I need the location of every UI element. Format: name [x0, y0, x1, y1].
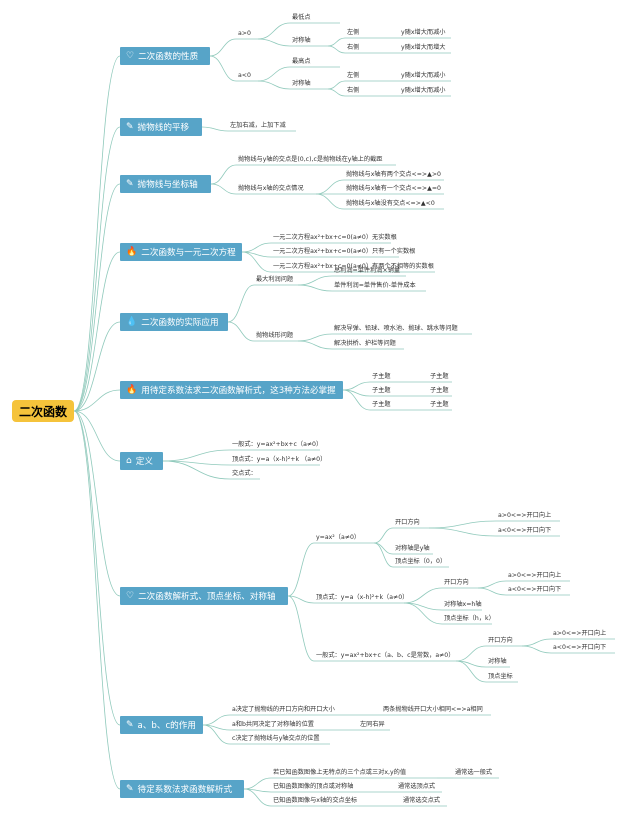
- node-b8-2r[interactable]: 左同右异: [360, 721, 385, 728]
- node-b8-2[interactable]: a和b共同决定了对称轴的位置: [232, 721, 314, 728]
- pencil-icon: ✎: [126, 784, 134, 794]
- node-b2-x[interactable]: 抛物线与x轴的交点情况: [238, 185, 304, 192]
- pencil-icon: ✎: [126, 122, 134, 132]
- node-b5-s2[interactable]: 子主题: [372, 387, 391, 394]
- branch-label: 二次函数与一元二次方程: [141, 248, 236, 258]
- node-b5-s3[interactable]: 子主题: [372, 401, 391, 408]
- branch-label: 抛物线的平移: [137, 123, 190, 133]
- node-b0-axis2[interactable]: 对称轴: [292, 80, 311, 87]
- node-b7-f3[interactable]: 一般式：y=ax²+bx+c（a、b、c是常数，a≠0）: [316, 652, 455, 659]
- node-b9-1r[interactable]: 通常选一般式: [455, 769, 493, 776]
- water-drop-icon: 💧: [126, 317, 138, 327]
- pencil-icon: ✎: [126, 179, 134, 189]
- node-b4-q2[interactable]: 解决拱桥、护栏等问题: [334, 340, 396, 347]
- node-b4-p2[interactable]: 单件利润=单件售价-单件成本: [334, 282, 416, 289]
- node-b7-f2-dir[interactable]: 开口方向: [444, 579, 469, 586]
- node-b7-f2-d1[interactable]: a>0<=>开口向上: [508, 572, 562, 579]
- node-b9-3[interactable]: 已知函数图像与x轴的交点坐标: [273, 797, 358, 804]
- node-b0-left1[interactable]: 左侧: [347, 29, 360, 36]
- node-b7-f3-vtx[interactable]: 顶点坐标: [488, 673, 513, 680]
- node-b7-f3-axis[interactable]: 对称轴: [488, 658, 507, 665]
- branch-label: a、b、c的作用: [137, 721, 196, 731]
- branch-quadratic-properties[interactable]: ♡二次函数的性质: [120, 47, 210, 65]
- node-b3-3[interactable]: 一元二次方程ax²+bx+c=0(a≠0）有两个不相等的实数根: [273, 263, 434, 270]
- node-b7-f2-d2[interactable]: a<0<=>开口向下: [508, 586, 562, 593]
- node-b6-2[interactable]: 顶点式：y=a（x-h)²+k （a≠0）: [232, 456, 327, 463]
- node-b2-x2[interactable]: 抛物线与x轴有一个交点<=>▲=0: [346, 185, 441, 192]
- node-b5-s1[interactable]: 子主题: [372, 373, 391, 380]
- node-b7-f2-axis[interactable]: 对称轴x=h轴: [444, 601, 482, 608]
- node-b6-3[interactable]: 交点式：: [232, 470, 257, 477]
- node-b0-a-pos[interactable]: a>0: [238, 30, 251, 37]
- node-b7-f1-dir[interactable]: 开口方向: [395, 519, 420, 526]
- node-b3-2[interactable]: 一元二次方程ax²+bx+c=0(a≠0）只有一个实数根: [273, 248, 416, 255]
- heart-icon: ♡: [126, 51, 135, 61]
- node-b0-right1[interactable]: 右侧: [347, 44, 360, 51]
- node-b7-f1-vtx[interactable]: 顶点坐标（0，0）: [395, 558, 447, 565]
- branch-definition[interactable]: ⌂定义: [120, 452, 163, 470]
- node-b7-f1-axis[interactable]: 对称轴是y轴: [395, 545, 430, 552]
- node-b0-r2v[interactable]: y随x增大而减小: [401, 87, 446, 94]
- branch-label: 二次函数解析式、顶点坐标、对称轴: [138, 592, 276, 602]
- node-b9-2r[interactable]: 通常选顶点式: [398, 783, 436, 790]
- node-b8-1r[interactable]: 两条抛物线开口大小相同<=>a相同: [383, 706, 483, 713]
- flame-icon: 🔥: [126, 385, 138, 395]
- node-b0-axis1[interactable]: 对称轴: [292, 37, 311, 44]
- node-b5-t3[interactable]: 子主题: [430, 401, 449, 408]
- node-b0-l1v[interactable]: y随x增大而减小: [401, 29, 446, 36]
- node-b7-f1-d2[interactable]: a<0<=>开口向下: [498, 527, 552, 534]
- branch-label: 定义: [135, 457, 153, 467]
- node-b4-q1[interactable]: 解决导弹、铅球、喷水池、抛球、跳水等问题: [334, 325, 458, 332]
- branch-label: 待定系数法求函数解析式: [137, 785, 233, 795]
- branch-abc-role[interactable]: ✎a、b、c的作用: [120, 716, 203, 734]
- node-b4-parab[interactable]: 抛物线形问题: [256, 332, 294, 339]
- node-b1-text[interactable]: 左加右减，上加下减: [230, 122, 286, 129]
- node-b2-x3[interactable]: 抛物线与x轴没有交点<=>▲<0: [346, 200, 435, 207]
- node-b8-3[interactable]: c决定了抛物线与y轴交点的位置: [232, 735, 320, 742]
- pencil-icon: ✎: [126, 720, 134, 730]
- branch-parabola-translation[interactable]: ✎抛物线的平移: [120, 118, 202, 136]
- node-b7-f3-dir[interactable]: 开口方向: [488, 637, 513, 644]
- node-b7-f3-d2[interactable]: a<0<=>开口向下: [553, 644, 607, 651]
- node-b0-max[interactable]: 最高点: [292, 58, 311, 65]
- node-b2-y[interactable]: 抛物线与y轴的交点是(0,c),c是抛物线在y轴上的截距: [238, 156, 383, 163]
- node-b7-f1[interactable]: y=ax²（a≠0）: [316, 534, 361, 541]
- branch-quadratic-equation[interactable]: 🔥二次函数与一元二次方程: [120, 243, 242, 261]
- node-b9-1[interactable]: 若已知函数图像上无特点的三个点或三对x,y的值: [273, 769, 407, 776]
- branch-practical-application[interactable]: 💧二次函数的实际应用: [120, 313, 228, 331]
- branch-label: 抛物线与坐标轴: [137, 180, 198, 190]
- node-b7-f1-d1[interactable]: a>0<=>开口向上: [498, 512, 552, 519]
- node-b0-a-neg[interactable]: a<0: [238, 72, 251, 79]
- node-b2-x1[interactable]: 抛物线与x轴有两个交点<=>▲>0: [346, 171, 441, 178]
- node-b8-1[interactable]: a决定了抛物线的开口方向和开口大小: [232, 706, 335, 713]
- node-b4-profit[interactable]: 最大利润问题: [256, 276, 294, 283]
- node-b0-left2[interactable]: 左侧: [347, 72, 360, 79]
- branch-label: 二次函数的实际应用: [141, 318, 219, 328]
- branch-label: 二次函数的性质: [138, 52, 199, 62]
- branch-parabola-axes[interactable]: ✎抛物线与坐标轴: [120, 175, 211, 193]
- node-b4-p1[interactable]: 总利润=单件利润×销量: [334, 267, 401, 274]
- branch-undetermined-coefficients[interactable]: ✎待定系数法求函数解析式: [120, 780, 244, 798]
- home-icon: ⌂: [126, 456, 132, 466]
- node-b0-right2[interactable]: 右侧: [347, 87, 360, 94]
- branch-expression-vertex-axis[interactable]: ♡二次函数解析式、顶点坐标、对称轴: [120, 587, 288, 605]
- branch-undetermined-coefficients-3-methods[interactable]: 🔥用待定系数法求二次函数解析式，这3种方法必掌握: [120, 381, 343, 399]
- root-topic[interactable]: 二次函数: [12, 400, 74, 422]
- node-b5-t2[interactable]: 子主题: [430, 387, 449, 394]
- node-b7-f2-vtx[interactable]: 顶点坐标（h，k）: [444, 615, 495, 622]
- heart-icon: ♡: [126, 591, 135, 601]
- node-b9-2[interactable]: 已知函数图像的顶点或对称轴: [273, 783, 354, 790]
- node-b9-3r[interactable]: 通常选交点式: [403, 797, 441, 804]
- node-b7-f2[interactable]: 顶点式：y=a（x-h)²+k（a≠0）: [316, 594, 409, 601]
- flame-icon: 🔥: [126, 247, 138, 257]
- node-b5-t1[interactable]: 子主题: [430, 373, 449, 380]
- node-b0-l2v[interactable]: y随x增大而减小: [401, 72, 446, 79]
- node-b3-1[interactable]: 一元二次方程ax²+bx+c=0(a≠0）无实数根: [273, 234, 397, 241]
- branch-label: 用待定系数法求二次函数解析式，这3种方法必掌握: [141, 386, 336, 396]
- node-b0-min[interactable]: 最低点: [292, 14, 311, 21]
- node-b7-f3-d1[interactable]: a>0<=>开口向上: [553, 630, 607, 637]
- node-b0-r1v[interactable]: y随x增大而增大: [401, 44, 446, 51]
- node-b6-1[interactable]: 一般式：y=ax²+bx+c（a≠0）: [232, 441, 323, 448]
